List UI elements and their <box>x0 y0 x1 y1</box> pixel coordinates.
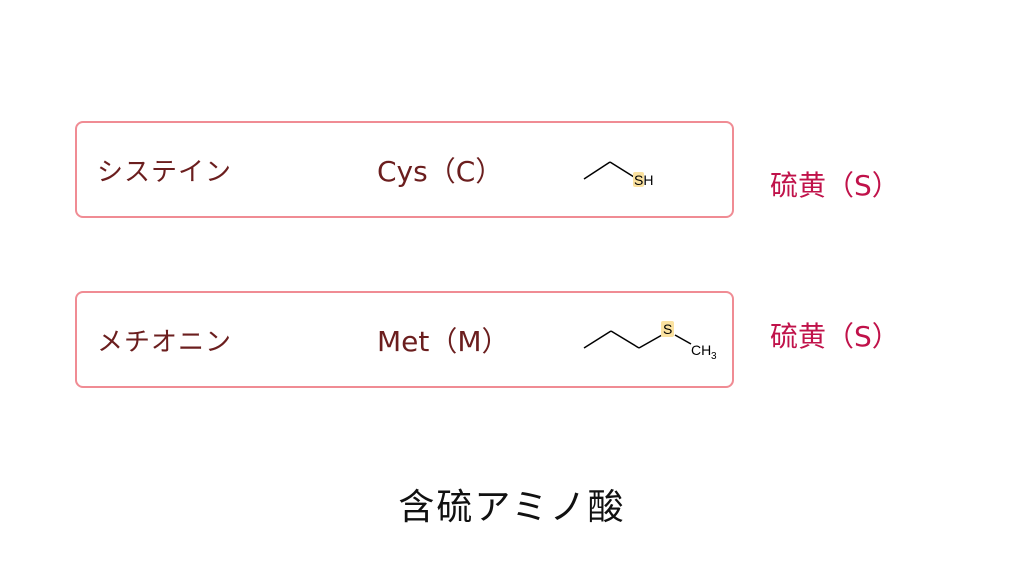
sulfur-highlight <box>633 172 644 187</box>
s-label: S <box>663 321 672 337</box>
sh-label: SH <box>634 172 653 187</box>
element-label-sulfur: 硫黄（S） <box>770 320 900 353</box>
methionine-structure: S CH 3 <box>583 321 717 362</box>
diagram-title: 含硫アミノ酸 <box>398 487 626 528</box>
amino-acid-abbreviation: Cys（C） <box>377 154 504 188</box>
methionine-card: メチオニン Met（M） S CH 3 <box>75 291 734 388</box>
cysteine-structure: SH <box>583 161 653 187</box>
amino-acid-name: メチオニン <box>97 327 233 357</box>
subscript-3: 3 <box>711 351 717 362</box>
element-label-sulfur: 硫黄（S） <box>770 169 900 202</box>
amino-acid-abbreviation: Met（M） <box>377 324 510 358</box>
ch-label: CH <box>691 342 711 358</box>
sulfur-highlight <box>661 321 674 337</box>
amino-acid-name: システイン <box>97 157 233 187</box>
cysteine-card: システイン Cys（C） SH <box>75 121 734 218</box>
